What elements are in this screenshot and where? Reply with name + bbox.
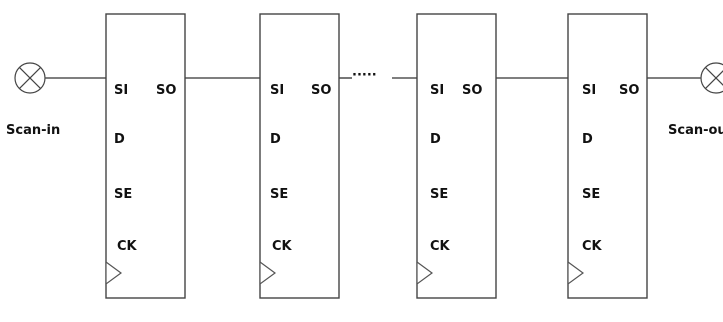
clock-triangle-icon	[567, 260, 585, 286]
se-pin-label: SE	[582, 187, 600, 202]
flip-flop-box	[416, 13, 497, 299]
d-pin-label: D	[270, 132, 281, 147]
flip-flop-box	[567, 13, 648, 299]
clock-triangle-icon	[416, 260, 434, 286]
ck-pin-label: CK	[582, 239, 603, 254]
scan-flip-flop: SI SO D SE CK	[416, 13, 497, 299]
scan-in-port	[14, 62, 46, 94]
scan-in-label: Scan-in	[6, 123, 60, 138]
se-pin-label: SE	[270, 187, 288, 202]
scan-out-port	[700, 62, 723, 94]
so-pin-label: SO	[311, 83, 331, 98]
scan-flip-flop: SI SO D SE CK	[105, 13, 186, 299]
se-pin-label: SE	[114, 187, 132, 202]
chain-gap-dots: ·····	[352, 68, 377, 83]
scan-flip-flop: SI SO D SE CK	[567, 13, 648, 299]
ck-pin-label: CK	[430, 239, 451, 254]
se-pin-label: SE	[430, 187, 448, 202]
scan-flip-flop: SI SO D SE CK	[259, 13, 340, 299]
si-pin-label: SI	[114, 83, 128, 98]
so-pin-label: SO	[619, 83, 639, 98]
clock-triangle-icon	[259, 260, 277, 286]
ck-pin-label: CK	[272, 239, 293, 254]
so-pin-label: SO	[156, 83, 176, 98]
scan-out-port-icon	[700, 62, 723, 94]
si-pin-label: SI	[582, 83, 596, 98]
flip-flop-box	[259, 13, 340, 299]
clock-triangle-icon	[105, 260, 123, 286]
so-pin-label: SO	[462, 83, 482, 98]
d-pin-label: D	[114, 132, 125, 147]
d-pin-label: D	[430, 132, 441, 147]
d-pin-label: D	[582, 132, 593, 147]
ck-pin-label: CK	[117, 239, 138, 254]
scan-out-label: Scan-out	[668, 123, 723, 138]
flip-flop-box	[105, 13, 186, 299]
si-pin-label: SI	[430, 83, 444, 98]
si-pin-label: SI	[270, 83, 284, 98]
